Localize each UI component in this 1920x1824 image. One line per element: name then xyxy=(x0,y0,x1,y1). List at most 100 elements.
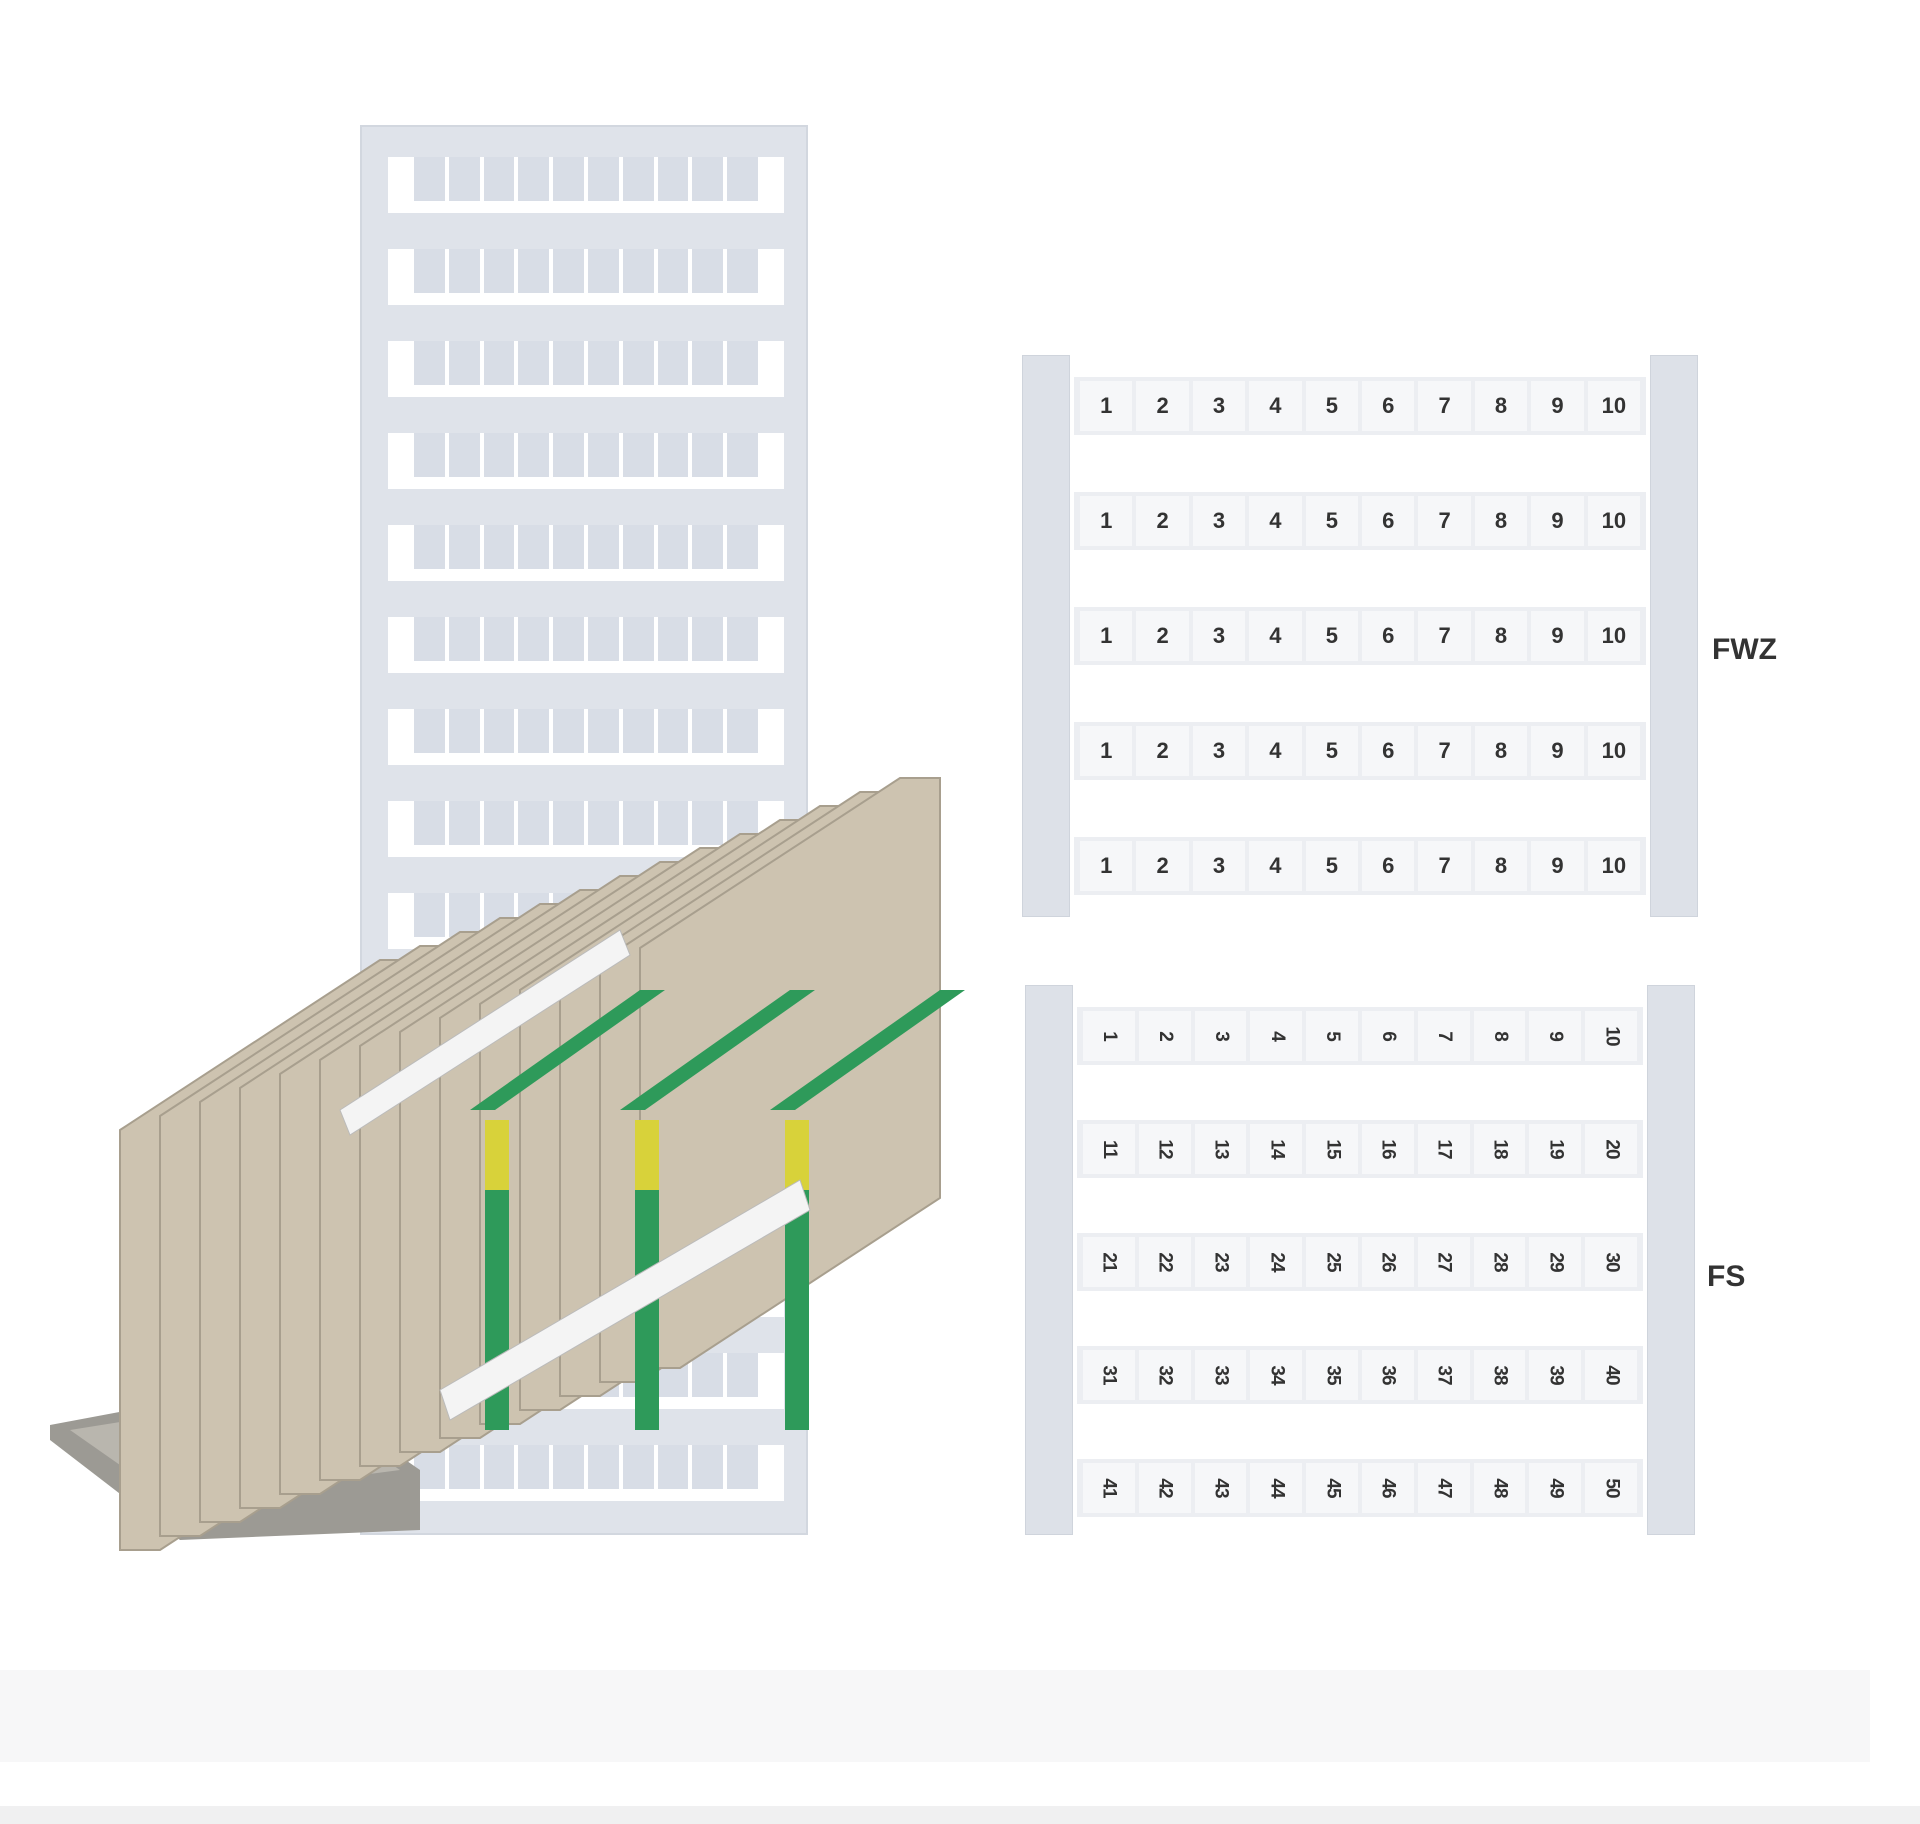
blank-marker-cell xyxy=(657,157,689,201)
marker-cell: 10 xyxy=(1587,496,1641,546)
marker-cell: 34 xyxy=(1250,1350,1303,1400)
blank-marker-row xyxy=(388,433,784,489)
blank-marker-cell xyxy=(622,341,654,385)
marker-cell: 31 xyxy=(1083,1350,1135,1400)
marker-cell: 11 xyxy=(1083,1124,1135,1174)
blank-marker-cell xyxy=(657,249,689,293)
blank-marker-row xyxy=(388,617,784,673)
blank-marker-cell xyxy=(727,433,758,477)
earth-stripe xyxy=(620,990,815,1110)
marker-number: 5 xyxy=(1325,393,1338,418)
marker-number: 3 xyxy=(1212,738,1226,763)
blank-marker-cell xyxy=(414,617,445,661)
marker-cell: 4 xyxy=(1249,496,1302,546)
marker-cell: 1 xyxy=(1080,841,1133,891)
marker-cell: 9 xyxy=(1531,841,1584,891)
blank-marker-cell xyxy=(657,525,689,569)
blank-marker-cell xyxy=(727,341,758,385)
marker-strip-on-terminals xyxy=(439,1179,811,1421)
blank-marker-cell xyxy=(622,249,654,293)
marker-cell: 5 xyxy=(1305,381,1359,431)
marker-cell: 50 xyxy=(1585,1463,1637,1513)
marker-number: 5 xyxy=(1325,853,1338,878)
card-rail-left xyxy=(1025,985,1073,1535)
blank-marker-cell xyxy=(587,617,619,661)
blank-marker-cell xyxy=(692,1353,724,1397)
marker-cell: 3 xyxy=(1192,726,1246,776)
blank-marker-cell xyxy=(622,433,654,477)
marker-cell: 8 xyxy=(1474,381,1528,431)
blank-marker-row xyxy=(388,157,784,213)
marker-cell: 39 xyxy=(1529,1350,1582,1400)
marker-cell: 2 xyxy=(1136,381,1189,431)
marker-cell: 9 xyxy=(1531,496,1584,546)
blank-marker-cell xyxy=(483,617,515,661)
blank-marker-cell xyxy=(657,617,689,661)
blank-marker-cell xyxy=(692,249,724,293)
blank-marker-cell xyxy=(692,709,724,753)
marker-cell: 6 xyxy=(1361,1011,1414,1061)
marker-cell: 3 xyxy=(1192,841,1246,891)
marker-cell: 47 xyxy=(1417,1463,1470,1513)
blank-marker-cell xyxy=(448,157,480,201)
marker-number: 3 xyxy=(1212,508,1226,533)
marker-number: 10 xyxy=(1601,393,1627,418)
marker-cell: 23 xyxy=(1194,1237,1247,1287)
blank-marker-cell xyxy=(727,617,758,661)
blank-marker-cell xyxy=(448,525,480,569)
blank-marker-cell xyxy=(587,709,619,753)
marker-cell: 1 xyxy=(1080,611,1133,661)
marker-cell: 10 xyxy=(1587,611,1641,661)
blank-marker-cell xyxy=(518,709,550,753)
blank-marker-cell xyxy=(622,709,654,753)
blank-marker-cell xyxy=(553,525,584,569)
marker-number: 8 xyxy=(1494,623,1508,648)
bottom-bar xyxy=(0,1806,1920,1824)
marker-cell: 4 xyxy=(1249,381,1302,431)
marker-number: 9 xyxy=(1551,508,1564,533)
earth-yellow xyxy=(785,1120,809,1190)
blank-marker-cell xyxy=(727,525,758,569)
marker-cell: 20 xyxy=(1585,1124,1637,1174)
marker-number: 2 xyxy=(1156,508,1169,533)
marker-number: 7 xyxy=(1438,623,1451,648)
marker-cell: 19 xyxy=(1529,1124,1582,1174)
blank-marker-cell xyxy=(692,617,724,661)
blank-marker-cell xyxy=(657,433,689,477)
marker-number: 8 xyxy=(1494,738,1508,763)
marker-cell: 3 xyxy=(1192,381,1246,431)
marker-cell: 10 xyxy=(1587,381,1641,431)
blank-marker-cell xyxy=(587,341,619,385)
blank-marker-cell xyxy=(414,433,445,477)
marker-number: 3 xyxy=(1212,853,1226,878)
blank-marker-cell xyxy=(448,433,480,477)
marker-cell: 3 xyxy=(1194,1011,1247,1061)
marker-cell: 12 xyxy=(1138,1124,1191,1174)
card-rail-right xyxy=(1647,985,1695,1535)
blank-marker-cell xyxy=(553,1445,584,1489)
blank-marker-cell xyxy=(692,1445,724,1489)
blank-marker-cell xyxy=(414,341,445,385)
blank-marker-cell xyxy=(483,433,515,477)
blank-marker-cell xyxy=(622,617,654,661)
marker-number: 1 xyxy=(1100,853,1113,878)
marker-strip-on-terminals xyxy=(339,929,631,1136)
blank-marker-cell xyxy=(448,709,480,753)
blank-marker-cell xyxy=(414,801,445,845)
blank-marker-cell xyxy=(483,157,515,201)
blank-marker-cell xyxy=(414,249,445,293)
marker-number: 8 xyxy=(1494,853,1508,878)
marker-cell: 2 xyxy=(1136,496,1189,546)
marker-number: 6 xyxy=(1382,508,1395,533)
blank-marker-cell xyxy=(587,249,619,293)
marker-cell: 13 xyxy=(1194,1124,1247,1174)
blank-marker-cell xyxy=(518,341,550,385)
marker-number: 7 xyxy=(1438,508,1451,533)
marker-number: 6 xyxy=(1382,738,1395,763)
